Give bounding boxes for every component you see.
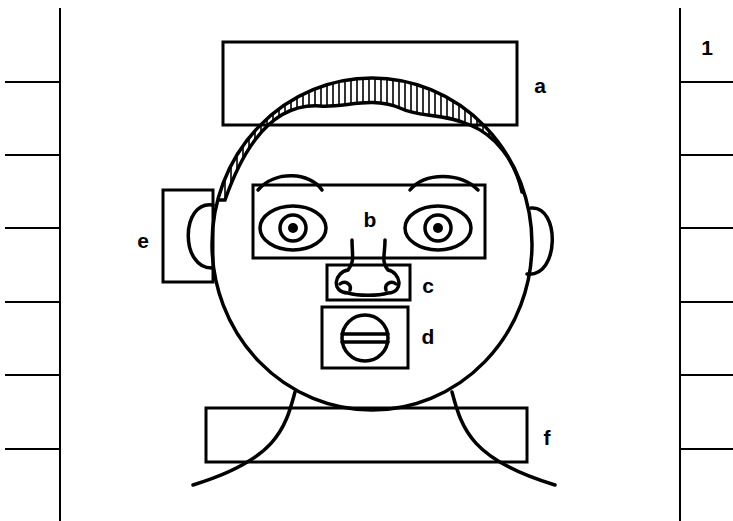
eye	[280, 215, 306, 241]
callout-letter: a	[534, 75, 546, 96]
hair	[200, 60, 545, 200]
page-number: 1	[701, 37, 713, 58]
region-box	[322, 307, 408, 368]
region-box	[223, 42, 517, 125]
scale-line	[59, 8, 61, 521]
nostrils	[340, 282, 396, 290]
callout-letter: d	[422, 326, 435, 347]
pupil	[433, 223, 443, 233]
ear	[188, 205, 213, 268]
neck-line	[452, 392, 555, 485]
region-box	[163, 190, 213, 282]
mouth	[342, 332, 388, 336]
pupil	[288, 223, 298, 233]
mouth	[342, 340, 388, 344]
nose	[336, 240, 399, 295]
callout-letter: f	[544, 427, 551, 448]
eye	[260, 206, 326, 250]
neck-line	[193, 392, 295, 485]
mouth	[342, 315, 388, 361]
eyebrow	[258, 176, 322, 190]
scale-line	[679, 8, 681, 521]
eye	[405, 206, 471, 250]
callout-letter: c	[422, 275, 434, 296]
scale-ticks	[5, 82, 733, 449]
callout-letter: e	[137, 230, 149, 251]
region-box	[327, 265, 410, 300]
region-box	[206, 408, 527, 462]
head-outline	[212, 78, 532, 410]
eye	[425, 215, 451, 241]
callout-letter: b	[364, 209, 377, 230]
eyebrow	[410, 177, 478, 191]
region-box	[253, 185, 485, 258]
